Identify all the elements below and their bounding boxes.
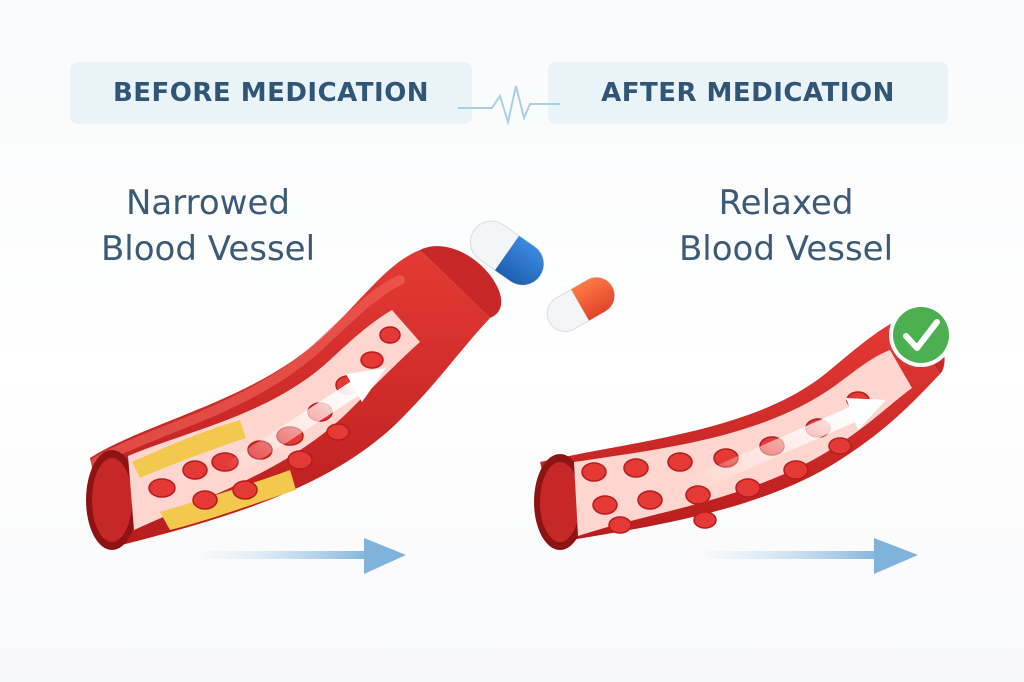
caption-line2: Blood Vessel [678,229,894,269]
plaque-top [132,420,246,478]
before-medication-tag: BEFORE MEDICATION [70,62,472,124]
relaxed-vessel [534,316,945,550]
flow-arrow-inner-head [846,398,886,430]
after-tag-label: AFTER MEDICATION [601,78,895,108]
flow-arrow-inner [222,377,368,478]
plaque-bottom [160,470,296,530]
flow-arrow-right [690,538,918,574]
caption-line1: Narrowed [126,183,290,223]
relaxed-vessel-caption: Relaxed Blood Vessel [656,180,916,272]
check-circle-icon [889,303,953,367]
before-tag-label: BEFORE MEDICATION [112,78,430,108]
capsule-blue-icon [469,220,545,286]
flow-arrow-inner [682,404,866,494]
heartbeat-line-icon [458,85,560,126]
narrowed-vessel [86,246,502,550]
capsule-red-icon [546,277,615,332]
caption-line1: Relaxed [718,183,854,223]
after-medication-tag: AFTER MEDICATION [548,62,948,124]
caption-line2: Blood Vessel [100,229,316,269]
flow-arrow-left [190,538,406,574]
narrowed-vessel-caption: Narrowed Blood Vessel [78,180,338,272]
flow-arrow-inner-head [346,368,386,402]
